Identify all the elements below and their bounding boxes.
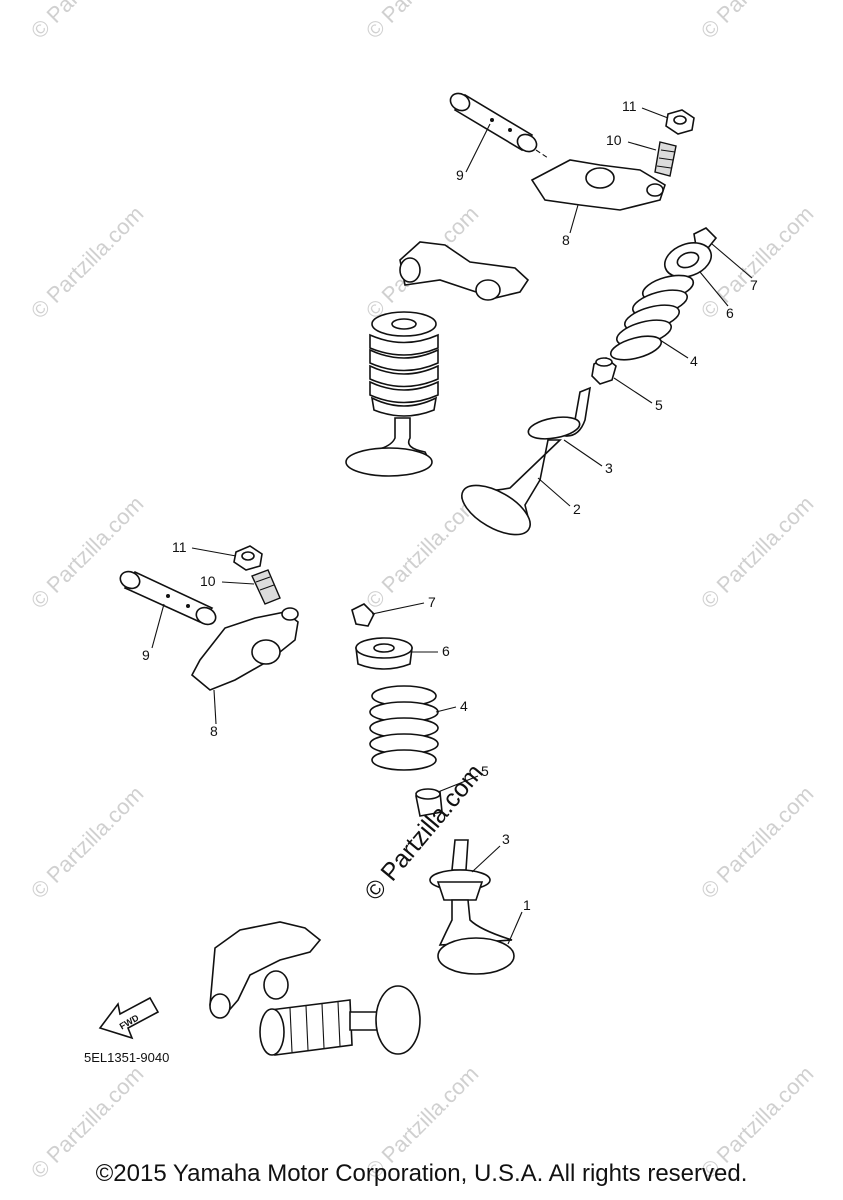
- copyright-notice: ©2015 Yamaha Motor Corporation, U.S.A. A…: [95, 1160, 748, 1187]
- watermark: © Partzilla.com: [361, 0, 484, 44]
- upper-valve-stem-seal: [591, 357, 617, 385]
- diagram-code: 5EL1351-9040: [84, 1050, 169, 1065]
- lower-valve-cotter: [351, 603, 375, 627]
- watermark: © Partzilla.com: [26, 0, 149, 44]
- upper-rocker-shaft: [449, 92, 549, 159]
- lower-rocker-arm-2: [209, 921, 322, 1019]
- upper-valve-2: [345, 417, 433, 477]
- upper-valve-spring: [609, 274, 695, 361]
- lower-valve: [429, 839, 515, 975]
- callout-lower-10: 10: [200, 573, 216, 589]
- callout-lower-11: 11: [172, 539, 187, 555]
- lower-valve-2: [349, 985, 421, 1055]
- upper-valve-spring-2: [369, 311, 439, 417]
- lower-adjusting-screw: [251, 569, 281, 605]
- callout-lower-5: 5: [481, 763, 489, 779]
- lower-valve-stem-seal: [415, 788, 443, 817]
- callout-upper-4: 4: [690, 353, 698, 369]
- watermark: © Partzilla.com: [696, 0, 819, 44]
- callout-upper-3: 3: [605, 460, 613, 476]
- callout-lower-7: 7: [428, 594, 436, 610]
- upper-rocker-arm-2: [399, 241, 530, 301]
- callout-upper-8: 8: [562, 232, 570, 248]
- callout-lower-6: 6: [442, 643, 450, 659]
- callout-upper-7: 7: [750, 277, 758, 293]
- watermark: © Partzilla.com: [26, 201, 149, 324]
- callout-upper-6: 6: [726, 305, 734, 321]
- lower-locknut: [233, 545, 263, 571]
- callout-upper-10: 10: [606, 132, 622, 148]
- watermark: © Partzilla.com: [26, 491, 149, 614]
- upper-spring-retainer: [663, 242, 713, 278]
- upper-rocker-arm: [530, 159, 666, 211]
- callout-lower-4: 4: [460, 698, 468, 714]
- callout-upper-11: 11: [622, 98, 637, 114]
- watermark: © Partzilla.com: [696, 781, 819, 904]
- watermark: © Partzilla.com: [696, 201, 819, 324]
- callout-upper-9: 9: [456, 167, 464, 183]
- callout-upper-5: 5: [655, 397, 663, 413]
- lower-callouts: 11 10 9 8 7 6 4 5 3 1: [142, 539, 531, 945]
- lower-valve-spring: [369, 685, 439, 771]
- watermark: © Partzilla.com: [361, 491, 484, 614]
- callout-lower-1: 1: [523, 897, 531, 913]
- upper-adjusting-screw: [654, 141, 677, 177]
- watermark: © Partzilla.com: [26, 781, 149, 904]
- lower-rocker-arm: [190, 607, 299, 691]
- upper-valve: [460, 386, 592, 536]
- callout-lower-9: 9: [142, 647, 150, 663]
- lower-rocker-shaft: [119, 570, 217, 626]
- upper-callouts: 11 10 9 8 7 6 4 5 3 2: [456, 98, 758, 517]
- upper-locknut: [665, 109, 695, 135]
- lower-spring-retainer: [355, 637, 413, 670]
- callout-lower-8: 8: [210, 723, 218, 739]
- callout-upper-2: 2: [573, 501, 581, 517]
- lower-valve-spring-2: [259, 999, 353, 1056]
- watermark: © Partzilla.com: [696, 491, 819, 614]
- callout-lower-3: 3: [502, 831, 510, 847]
- fwd-arrow-icon: FWD: [98, 996, 160, 1040]
